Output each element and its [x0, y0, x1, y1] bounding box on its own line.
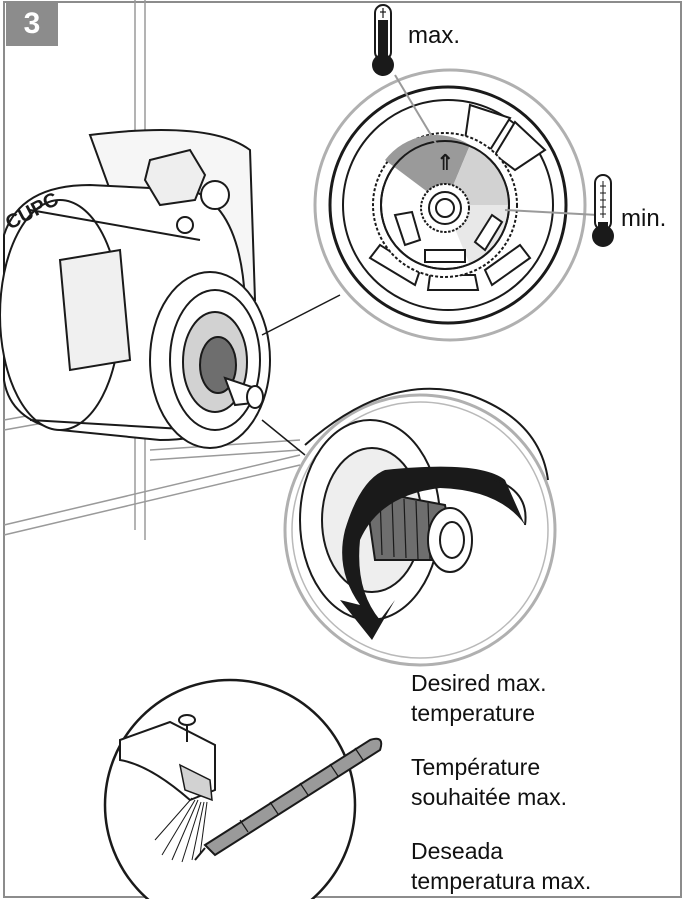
caption-french: Température souhaitée max. — [411, 754, 567, 810]
cartridge-front — [149, 271, 271, 449]
panel-frame — [3, 1, 682, 898]
rotation-detail — [283, 387, 557, 667]
min-temperature-label: min. — [621, 205, 667, 232]
callout-lines — [261, 294, 341, 456]
caption-spanish: Deseada temperatura max. — [411, 838, 592, 894]
thermometer-icon — [372, 4, 394, 76]
mixer-valve-body: CUPC — [0, 129, 257, 442]
max-temperature-label: max. — [408, 22, 461, 49]
up-arrow-icon: ⇑ — [436, 151, 454, 176]
dial-detail: ⇑ — [313, 68, 599, 342]
caption-english: Desired max. temperature — [411, 670, 547, 726]
thermometer-icon — [592, 174, 614, 247]
step-number-badge: 3 — [6, 2, 58, 46]
faucet-detail — [103, 678, 383, 899]
